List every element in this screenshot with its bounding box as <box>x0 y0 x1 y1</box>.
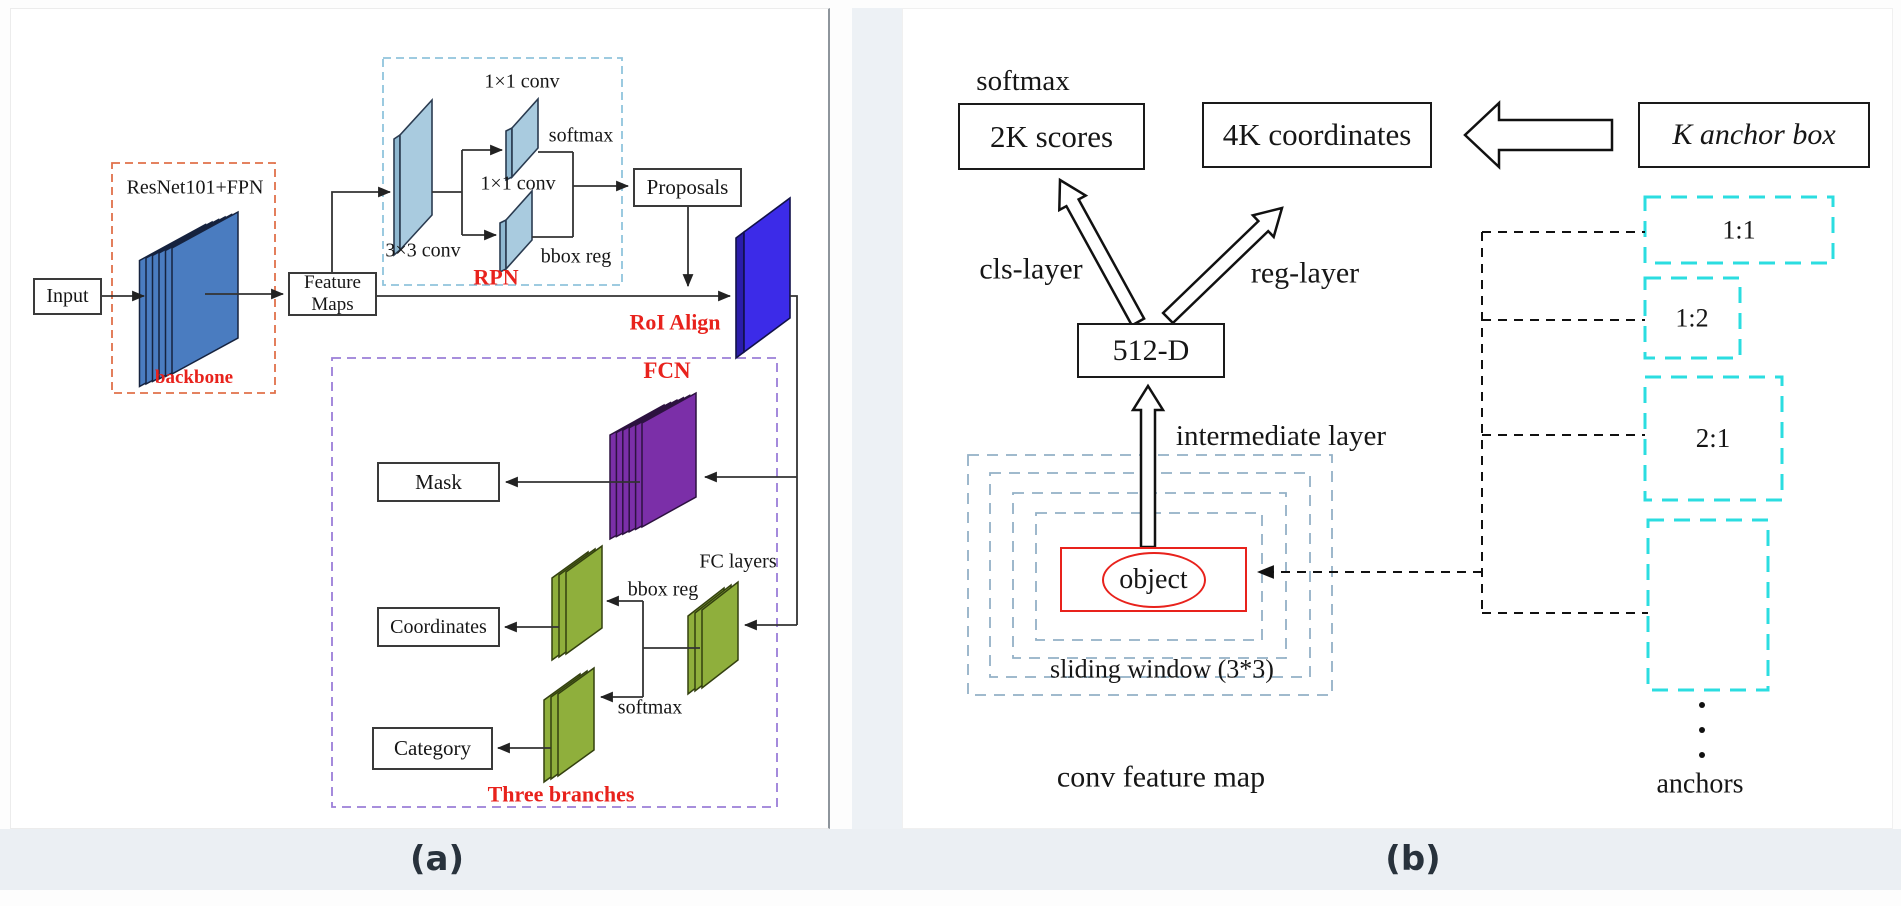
fc-layers-stack <box>687 580 739 696</box>
reg-layer-arrow <box>1161 206 1284 325</box>
rpn-bboxreg-label: bbox reg <box>540 245 612 268</box>
caption-b: (b) <box>1385 839 1441 879</box>
caption-band <box>0 829 1901 890</box>
category-box: Category <box>372 727 493 770</box>
rpn-dashed-box <box>382 57 623 286</box>
three-branches-label: Three branches <box>487 781 635 807</box>
ratio-1-1-label: 1:1 <box>1722 215 1756 245</box>
coordinates-4k-box: 4K coordinates <box>1202 102 1432 168</box>
rpn-conv1x1-bottom-plate <box>499 188 533 274</box>
rpn-conv3x3-plate <box>393 97 433 257</box>
bbox-branch-stack <box>551 544 603 662</box>
input-box: Input <box>33 278 102 315</box>
anchor-box-arrow <box>1463 100 1614 170</box>
backbone-dashed-box <box>111 162 276 394</box>
mask-box: Mask <box>377 462 500 502</box>
category-label: Category <box>394 736 471 760</box>
reg-layer-label: reg-layer <box>1250 256 1360 290</box>
softmax-b-label: softmax <box>976 64 1070 97</box>
scores-label: 2K scores <box>989 118 1114 154</box>
feature-maps-line2: Maps <box>311 294 354 315</box>
k-anchor-label: K anchor box <box>1672 118 1836 151</box>
conv-feature-map-label: conv feature map <box>1056 760 1266 794</box>
ratio-2-1-label: 2:1 <box>1695 422 1731 453</box>
ratio-1-2-label: 1:2 <box>1675 303 1709 333</box>
backbone-label: backbone <box>154 367 234 389</box>
branch-softmax-label: softmax <box>617 696 683 719</box>
mask-label: Mask <box>415 469 462 494</box>
fcn-label: FCN <box>643 357 691 383</box>
coordinates-4k-label: 4K coordinates <box>1222 117 1412 152</box>
input-label: Input <box>46 285 89 307</box>
hollow-arrows <box>1058 100 1614 549</box>
three-branches-dashed-box <box>331 357 778 808</box>
rpn-label: RPN <box>473 264 519 290</box>
coordinates-label: Coordinates <box>390 615 487 638</box>
proposals-label: Proposals <box>646 175 729 199</box>
dim-512-box: 512-D <box>1077 323 1225 378</box>
anchor-dashed-connectors <box>1256 231 1648 614</box>
feature-maps-line1: Feature <box>304 272 361 293</box>
scores-box: 2K scores <box>958 103 1145 170</box>
dim-512-label: 512-D <box>1112 333 1190 367</box>
fcn-conv-stack <box>609 391 697 541</box>
anchors-ellipsis-dots <box>1699 702 1705 758</box>
coordinates-box: Coordinates <box>377 607 500 647</box>
object-ellipse: object <box>1101 551 1206 608</box>
proposals-box: Proposals <box>633 168 742 207</box>
anchors-label: anchors <box>1656 768 1744 800</box>
category-branch-stack <box>543 666 595 784</box>
k-anchor-box: K anchor box <box>1638 102 1870 168</box>
backbone-conv-stack <box>138 210 239 388</box>
fc-layers-label: FC layers <box>699 550 777 573</box>
rpn-softmax-label: softmax <box>548 124 614 147</box>
sliding-window-label: sliding window (3*3) <box>1050 654 1274 684</box>
cls-layer-label: cls-layer <box>979 252 1083 286</box>
roi-align-label: RoI Align <box>629 309 721 335</box>
cls-layer-arrow <box>1058 177 1146 328</box>
object-box: object <box>1060 547 1247 612</box>
conv1x1-top-label: 1×1 conv <box>484 70 560 93</box>
panel-gap-strip <box>852 8 902 829</box>
roi-align-slab <box>735 196 791 360</box>
intermediate-layer-label: intermediate layer <box>1175 419 1387 452</box>
conv3x3-label: 3×3 conv <box>385 239 461 262</box>
object-label: object <box>1119 563 1188 595</box>
conv1x1-mid-label: 1×1 conv <box>480 172 556 195</box>
panel-a-connectors <box>102 144 798 754</box>
branch-bboxreg-label: bbox reg <box>627 578 699 601</box>
anchor-ratio-boxes <box>1643 195 1835 692</box>
resnet-title: ResNet101+FPN <box>126 176 264 199</box>
feature-maps-box: Feature Maps <box>288 272 377 316</box>
intermediate-arrow <box>1130 383 1166 549</box>
rpn-conv1x1-top-plate <box>505 96 539 182</box>
caption-a: (a) <box>409 839 465 879</box>
